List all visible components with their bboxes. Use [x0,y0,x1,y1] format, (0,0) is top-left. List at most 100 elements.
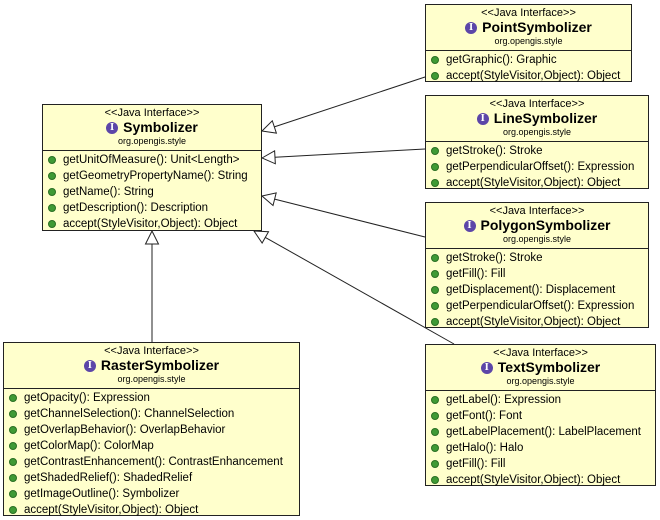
method-row[interactable]: getStroke(): Stroke [426,143,648,159]
method-list: getOpacity(): Expression getChannelSelec… [4,389,299,519]
method-signature: getPerpendicularOffset(): Expression [446,161,635,173]
package-name: org.opengis.style [117,374,186,384]
method-signature: getChannelSelection(): ChannelSelection [24,408,235,420]
polygon-generalization-edge[interactable] [274,198,426,238]
method-signature: accept(StyleVisitor,Object): Object [63,218,238,230]
public-method-icon [431,147,439,155]
method-list: getUnitOfMeasure(): Unit<Length> getGeom… [43,151,261,233]
method-row[interactable]: getFont(): Font [426,408,655,424]
method-row[interactable]: getPerpendicularOffset(): Expression [426,159,648,175]
method-signature: getOpacity(): Expression [24,392,150,404]
method-signature: getFill(): Fill [446,268,506,280]
method-signature: getLabelPlacement(): LabelPlacement [446,426,641,438]
method-row[interactable]: accept(StyleVisitor,Object): Object [426,175,648,191]
stereotype-label: <<Java Interface>> [489,205,585,217]
method-row[interactable]: getUnitOfMeasure(): Unit<Length> [43,152,261,168]
method-row[interactable]: getShadedRelief(): ShadedRelief [4,470,299,486]
text-generalization-edge[interactable] [265,236,455,345]
method-signature: getPerpendicularOffset(): Expression [446,300,635,312]
method-signature: getOverlapBehavior(): OverlapBehavior [24,424,226,436]
class-header: <<Java Interface>> I TextSymbolizer org.o… [426,345,655,391]
method-signature: accept(StyleVisitor,Object): Object [446,177,621,189]
method-row[interactable]: getLabelPlacement(): LabelPlacement [426,424,655,440]
method-row[interactable]: getColorMap(): ColorMap [4,438,299,454]
method-row[interactable]: getName(): String [43,184,261,200]
method-signature: getStroke(): Stroke [446,145,543,157]
method-signature: getUnitOfMeasure(): Unit<Length> [63,154,240,166]
method-row[interactable]: getPerpendicularOffset(): Expression [426,298,648,314]
public-method-icon [48,220,56,228]
method-row[interactable]: getStroke(): Stroke [426,250,648,266]
method-signature: getDisplacement(): Displacement [446,284,616,296]
method-signature: getFont(): Font [446,410,523,422]
point-generalization-edge[interactable] [274,76,426,128]
method-row[interactable]: getImageOutline(): Symbolizer [4,486,299,502]
method-row[interactable]: getOpacity(): Expression [4,390,299,406]
public-method-icon [9,458,17,466]
interface-icon: I [463,219,476,232]
stereotype-label: <<Java Interface>> [104,107,200,119]
method-row[interactable]: getContrastEnhancement(): ContrastEnhanc… [4,454,299,470]
method-signature: getImageOutline(): Symbolizer [24,488,180,500]
method-row[interactable]: getHalo(): Halo [426,440,655,456]
public-method-icon [431,270,439,278]
method-row[interactable]: getDisplacement(): Displacement [426,282,648,298]
public-method-icon [431,163,439,171]
stereotype-label: <<Java Interface>> [104,345,199,357]
class-name: LineSymbolizer [493,110,598,126]
method-row[interactable]: getOverlapBehavior(): OverlapBehavior [4,422,299,438]
interface-icon: I [480,361,493,374]
method-list: getGraphic(): Graphic accept(StyleVisito… [426,51,631,85]
method-row[interactable]: accept(StyleVisitor,Object): Object [4,502,299,518]
method-row[interactable]: getGeometryPropertyName(): String [43,168,261,184]
stereotype-label: <<Java Interface>> [493,347,588,359]
public-method-icon [48,204,56,212]
class-name: TextSymbolizer [497,359,601,375]
public-method-icon [9,474,17,482]
public-method-icon [431,460,439,468]
package-name: org.opengis.style [506,376,575,386]
method-signature: getHalo(): Halo [446,442,524,454]
method-row[interactable]: getChannelSelection(): ChannelSelection [4,406,299,422]
public-method-icon [431,302,439,310]
public-method-icon [9,394,17,402]
method-row[interactable]: accept(StyleVisitor,Object): Object [426,68,631,84]
method-row[interactable]: getFill(): Fill [426,266,648,282]
method-signature: getFill(): Fill [446,458,506,470]
public-method-icon [9,426,17,434]
method-signature: accept(StyleVisitor,Object): Object [446,474,621,486]
method-row[interactable]: getFill(): Fill [426,456,655,472]
public-method-icon [48,188,56,196]
stereotype-label: <<Java Interface>> [481,7,576,19]
method-row[interactable]: getDescription(): Description [43,200,261,216]
text-symbolizer-interface[interactable]: <<Java Interface>> I TextSymbolizer org.o… [425,344,656,486]
interface-icon: I [465,21,478,34]
method-row[interactable]: accept(StyleVisitor,Object): Object [426,472,655,488]
method-signature: getStroke(): Stroke [446,252,543,264]
line-generalization-edge[interactable] [274,148,426,158]
method-row[interactable]: getGraphic(): Graphic [426,52,631,68]
public-method-icon [431,444,439,452]
method-row[interactable]: getLabel(): Expression [426,392,655,408]
class-name: Symbolizer [123,119,198,135]
method-list: getStroke(): Stroke getFill(): Fill getD… [426,249,648,331]
method-row[interactable]: accept(StyleVisitor,Object): Object [43,216,261,232]
public-method-icon [431,396,439,404]
method-row[interactable]: accept(StyleVisitor,Object): Object [426,314,648,330]
public-method-icon [9,442,17,450]
method-signature: getColorMap(): ColorMap [24,440,154,452]
method-list: getLabel(): Expression getFont(): Font g… [426,391,655,489]
generalization-arrowhead [260,192,277,207]
generalization-arrowhead [144,229,160,245]
package-name: org.opengis.style [502,234,572,244]
package-name: org.opengis.style [502,127,572,137]
public-method-icon [431,318,439,326]
